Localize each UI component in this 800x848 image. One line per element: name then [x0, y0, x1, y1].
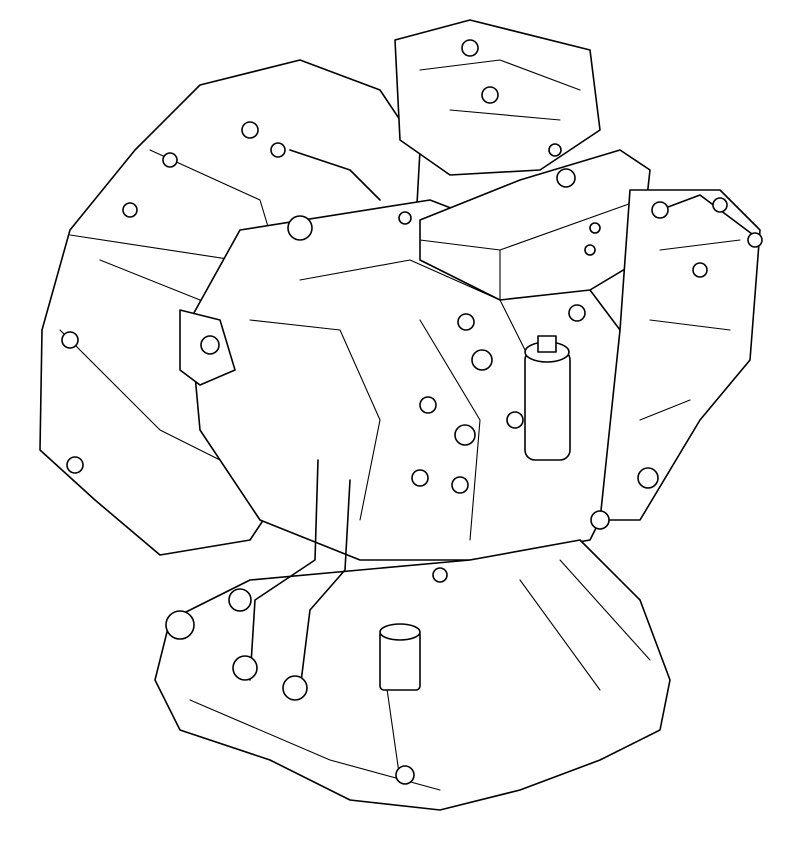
- bolt: [162, 152, 178, 168]
- bolt: [568, 304, 586, 322]
- hose-fitting: [165, 610, 195, 640]
- bolt: [548, 143, 562, 157]
- hose-fitting: [232, 655, 258, 681]
- hose-fitting: [228, 588, 252, 612]
- filler-plug-cap: [379, 623, 421, 641]
- bolt: [411, 469, 429, 487]
- bolt: [287, 215, 313, 241]
- differential-housing-ribs: [189, 559, 651, 791]
- bolt: [432, 567, 448, 583]
- bolt: [506, 411, 524, 429]
- right-pipe: [659, 194, 761, 241]
- case-detail-lines: [249, 259, 541, 541]
- bolt: [395, 765, 415, 785]
- bolt: [122, 202, 138, 218]
- bolt: [556, 168, 576, 188]
- bolt: [461, 39, 479, 57]
- bolt: [637, 467, 659, 489]
- mounting-tab-hole: [200, 335, 220, 355]
- bolt: [692, 262, 708, 278]
- upper-pipe: [289, 149, 381, 201]
- bolt: [584, 244, 596, 256]
- cylinder-bolt: [537, 335, 557, 353]
- right-side-cover: [599, 189, 761, 521]
- bolt: [481, 86, 499, 104]
- bolt: [419, 396, 437, 414]
- bolt: [712, 197, 728, 213]
- bolt: [589, 222, 601, 234]
- bolt: [747, 232, 763, 248]
- bolt: [61, 331, 79, 349]
- bolt: [66, 456, 84, 474]
- bolt: [398, 211, 412, 225]
- cooler-line-2: [299, 479, 351, 691]
- bolt: [471, 349, 493, 371]
- cooler-line-1: [249, 459, 319, 681]
- bolt: [241, 121, 259, 139]
- right-side-cover-detail: [639, 239, 741, 421]
- bolt: [454, 424, 476, 446]
- bolt: [270, 142, 286, 158]
- bolt: [651, 201, 669, 219]
- shift-actuator-detail: [419, 59, 581, 121]
- accumulator-cylinder: [524, 349, 571, 461]
- valve-body-cover-edge: [419, 199, 641, 301]
- bolt: [451, 476, 469, 494]
- hose-fitting: [282, 675, 308, 701]
- bolt: [457, 313, 475, 331]
- bolt: [590, 510, 610, 530]
